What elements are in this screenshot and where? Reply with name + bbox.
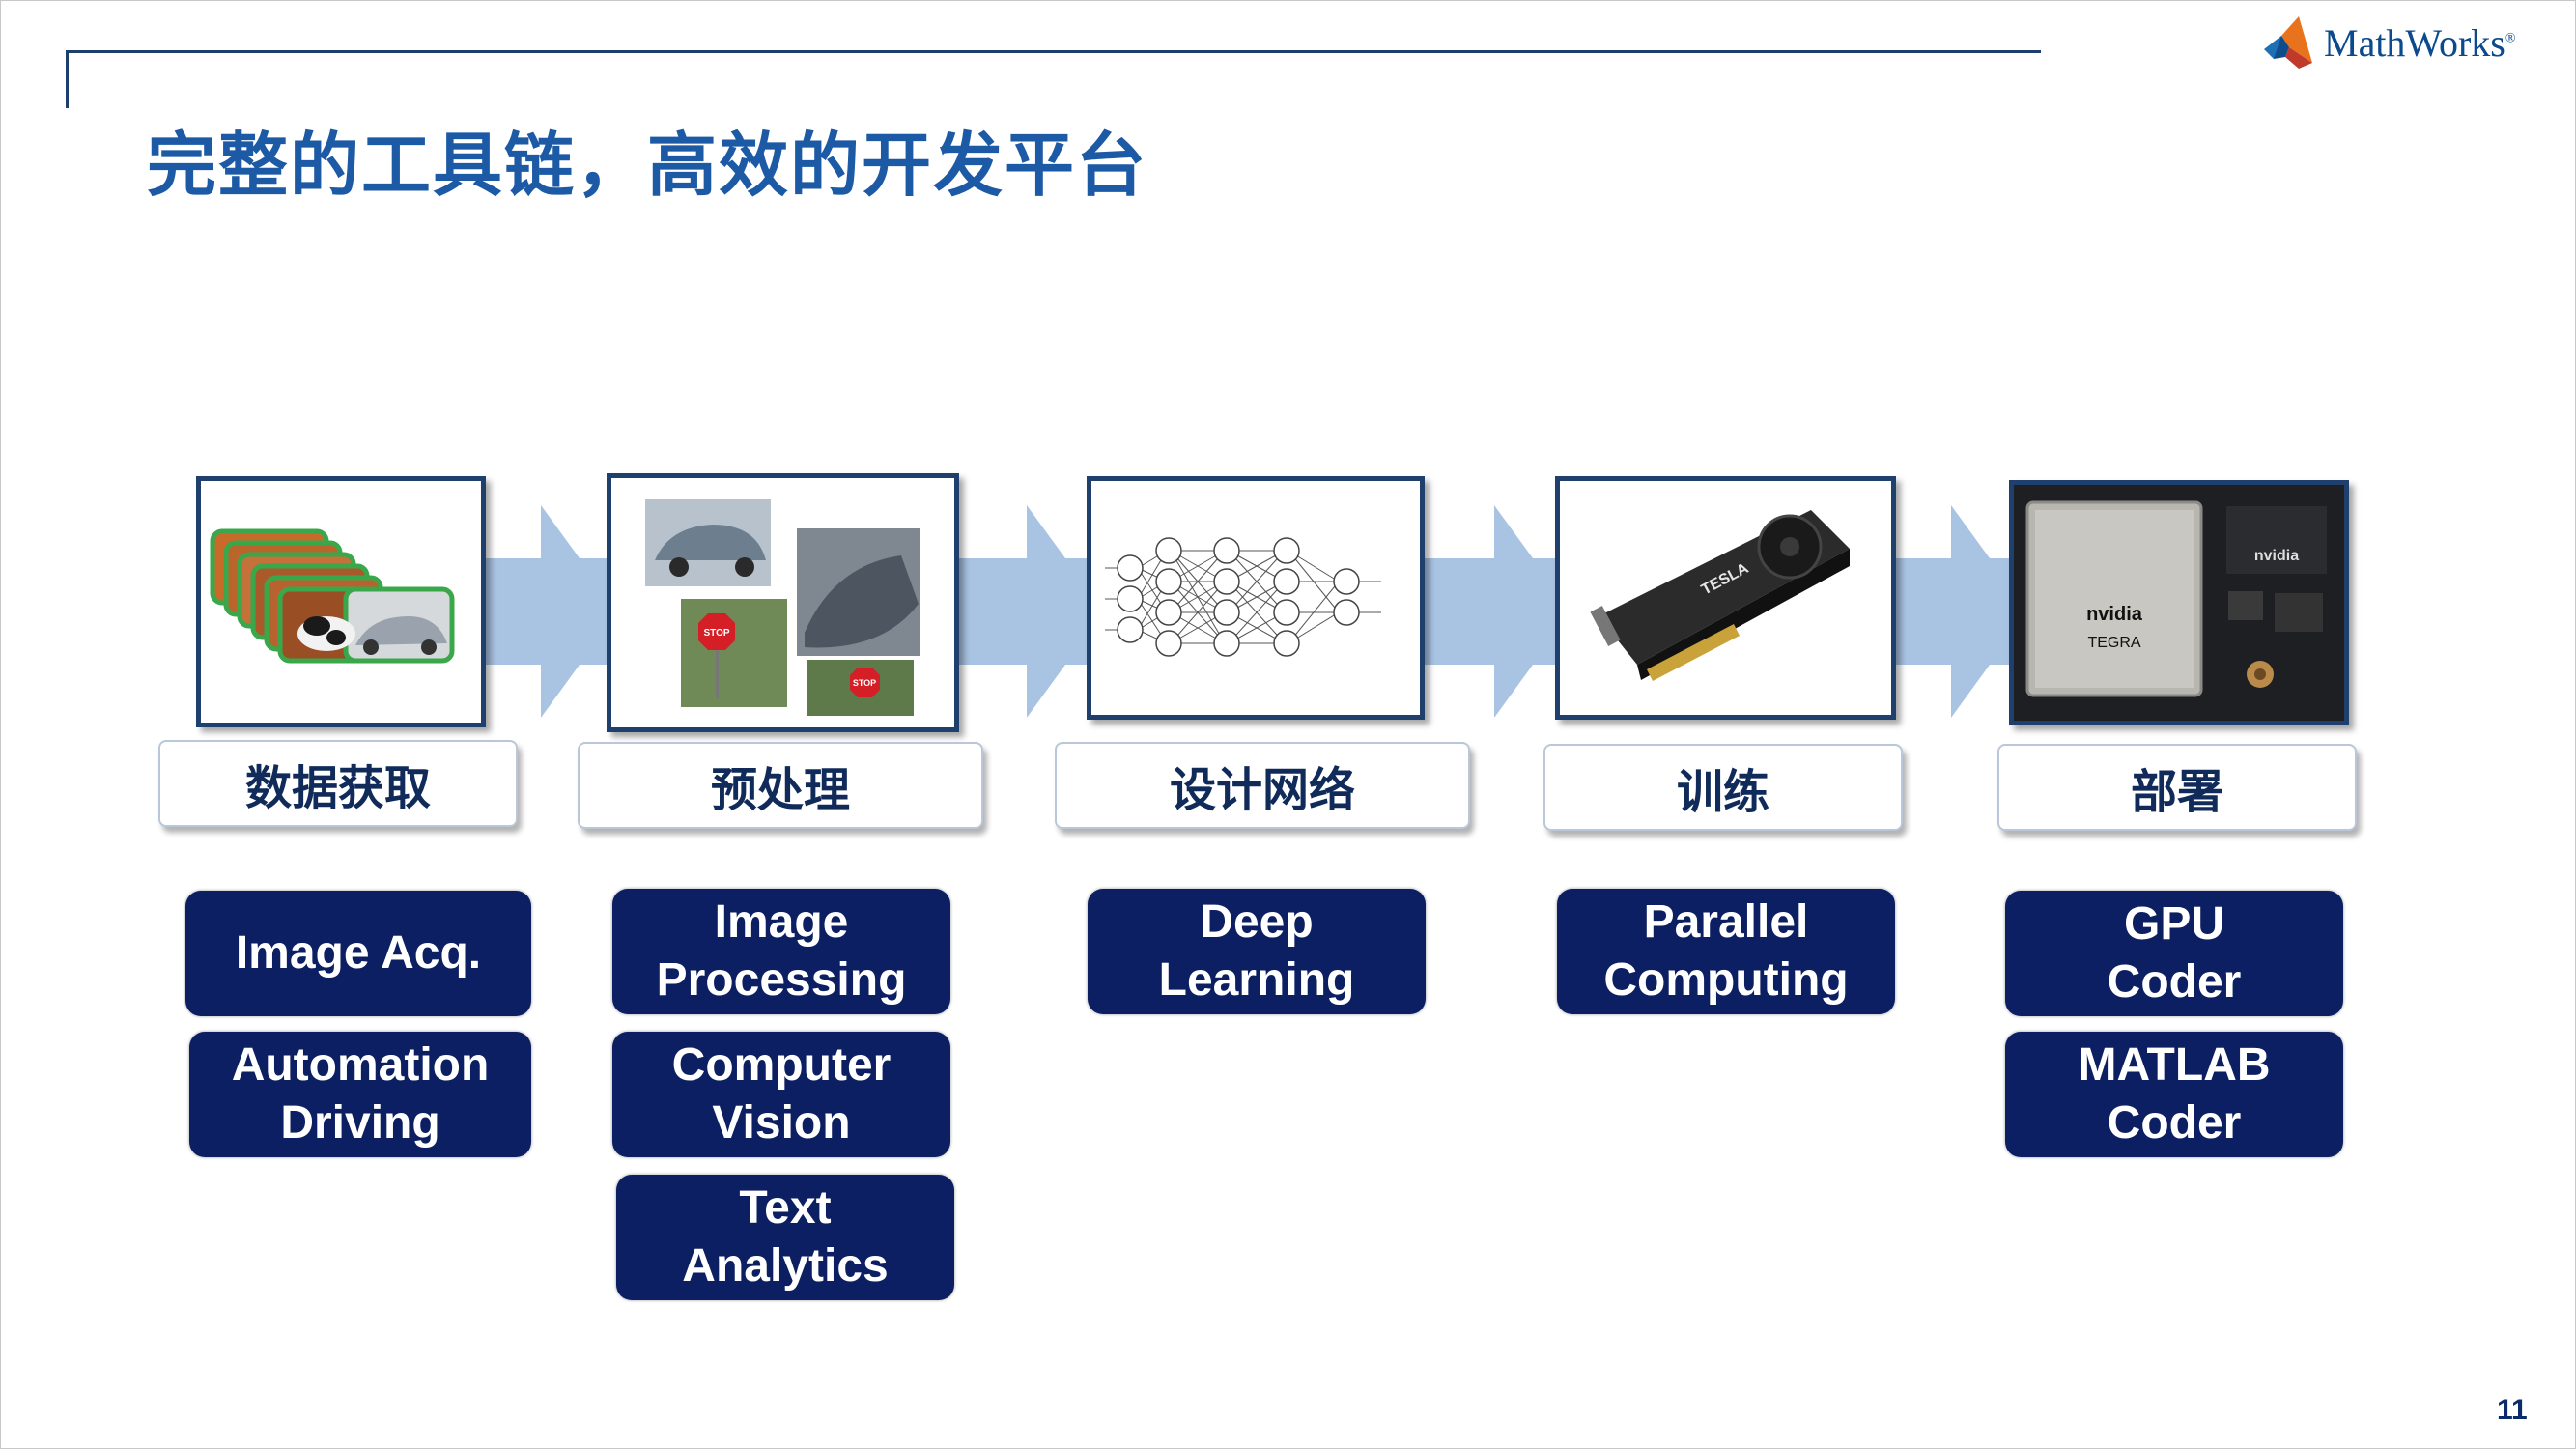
header-rule: [66, 50, 2041, 53]
tool-text-analytics: Text Analytics: [616, 1175, 954, 1300]
deployment-board-image: nvidia TEGRA nvidia: [2009, 480, 2349, 725]
stage-label-network-design: 设计网络: [1055, 742, 1470, 829]
svg-text:STOP: STOP: [703, 628, 729, 639]
tool-image-acquisition: Image Acq.: [185, 891, 531, 1016]
svg-text:TEGRA: TEGRA: [2087, 635, 2140, 651]
page-number: 11: [2497, 1394, 2528, 1426]
training-gpu-image: TESLA: [1555, 476, 1896, 720]
mathworks-logo: MathWorks®: [2260, 14, 2516, 71]
tool-computer-vision: Computer Vision: [612, 1032, 950, 1157]
neural-network-icon: [1105, 537, 1381, 657]
tool-image-processing: Image Processing: [612, 889, 950, 1014]
header-rule-left: [66, 50, 69, 108]
svg-text:nvidia: nvidia: [2254, 548, 2299, 564]
tool-automation-driving: Automation Driving: [189, 1032, 531, 1157]
tool-gpu-coder: GPU Coder: [2005, 891, 2343, 1016]
membrane-logo-icon: [2264, 16, 2312, 69]
stage-label-deployment: 部署: [1997, 744, 2357, 831]
stage-label-data-acquisition: 数据获取: [158, 740, 518, 827]
logo-text: MathWorks®: [2324, 20, 2516, 65]
tool-deep-learning: Deep Learning: [1088, 889, 1426, 1014]
arrow-head-1: [541, 505, 618, 718]
tool-matlab-coder: MATLAB Coder: [2005, 1032, 2343, 1157]
svg-text:nvidia: nvidia: [2086, 604, 2143, 625]
preprocessing-image: STOP STOP: [607, 473, 959, 732]
tool-parallel-computing: Parallel Computing: [1557, 889, 1895, 1014]
stage-label-training: 训练: [1543, 744, 1903, 831]
network-design-image: [1087, 476, 1425, 720]
page-title: 完整的工具链，高效的开发平台: [147, 125, 1148, 206]
stage-label-preprocessing: 预处理: [578, 742, 983, 829]
data-acquisition-image: [196, 476, 486, 727]
svg-text:STOP: STOP: [853, 678, 876, 688]
